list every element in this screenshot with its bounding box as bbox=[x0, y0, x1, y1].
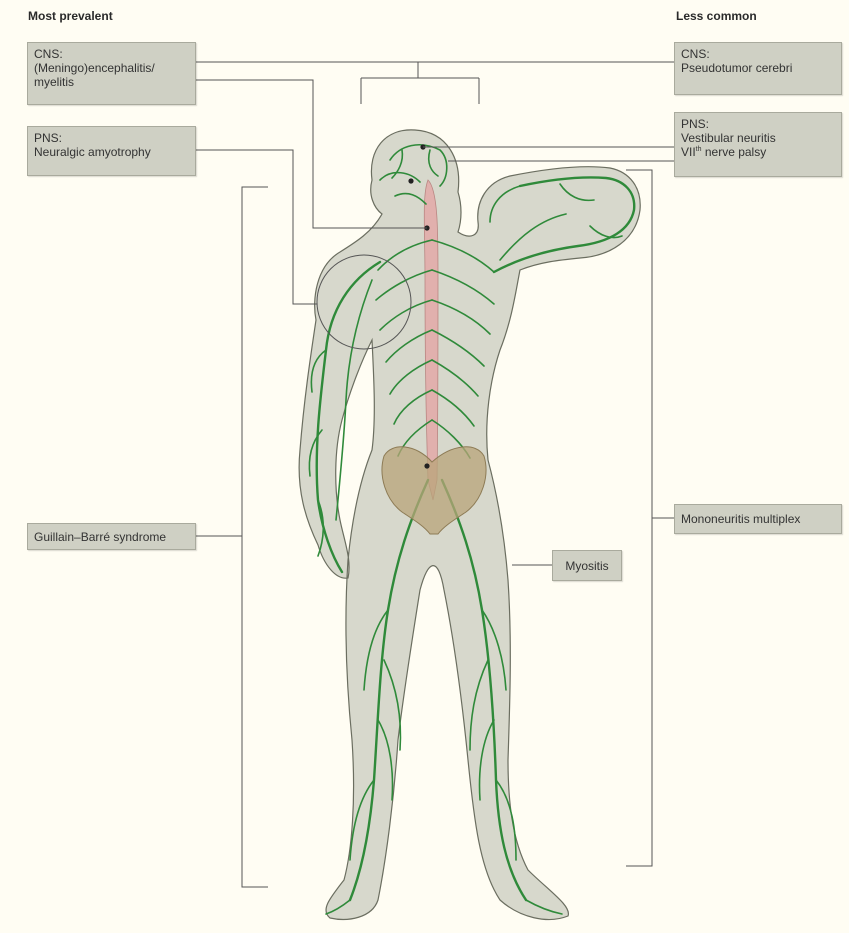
pns-most-prevalent-box: PNS: Neuralgic amyotrophy bbox=[27, 126, 196, 176]
vestibular-neuritis-label: Vestibular neuritis bbox=[681, 131, 835, 145]
guillain-barre-label: Guillain–Barré syndrome bbox=[34, 530, 189, 544]
mononeuritis-multiplex-label: Mononeuritis multiplex bbox=[681, 512, 835, 526]
mononeuritis-multiplex-box: Mononeuritis multiplex bbox=[674, 504, 842, 534]
pseudotumor-cerebri-label: Pseudotumor cerebri bbox=[681, 61, 835, 75]
meningoencephalitis-label: (Meningo)encephalitis/ bbox=[34, 61, 189, 75]
cns-less-common-box: CNS: Pseudotumor cerebri bbox=[674, 42, 842, 95]
cns-label: CNS: bbox=[681, 47, 835, 61]
myositis-label: Myositis bbox=[559, 559, 615, 573]
guillain-barre-box: Guillain–Barré syndrome bbox=[27, 523, 196, 550]
pns-less-common-box: PNS: Vestibular neuritis VIIth nerve pal… bbox=[674, 112, 842, 177]
cns-label: CNS: bbox=[34, 47, 189, 61]
pns-label: PNS: bbox=[34, 131, 189, 145]
myelitis-label: myelitis bbox=[34, 75, 189, 89]
cns-most-prevalent-box: CNS: (Meningo)encephalitis/ myelitis bbox=[27, 42, 196, 105]
pns-label: PNS: bbox=[681, 117, 835, 131]
lesion-dot bbox=[408, 178, 413, 183]
lesion-dot bbox=[424, 463, 429, 468]
seventh-nerve-palsy-label: VIIth nerve palsy bbox=[681, 145, 835, 159]
neuralgic-amyotrophy-label: Neuralgic amyotrophy bbox=[34, 145, 189, 159]
myositis-box: Myositis bbox=[552, 550, 622, 581]
body-silhouette bbox=[299, 130, 640, 920]
